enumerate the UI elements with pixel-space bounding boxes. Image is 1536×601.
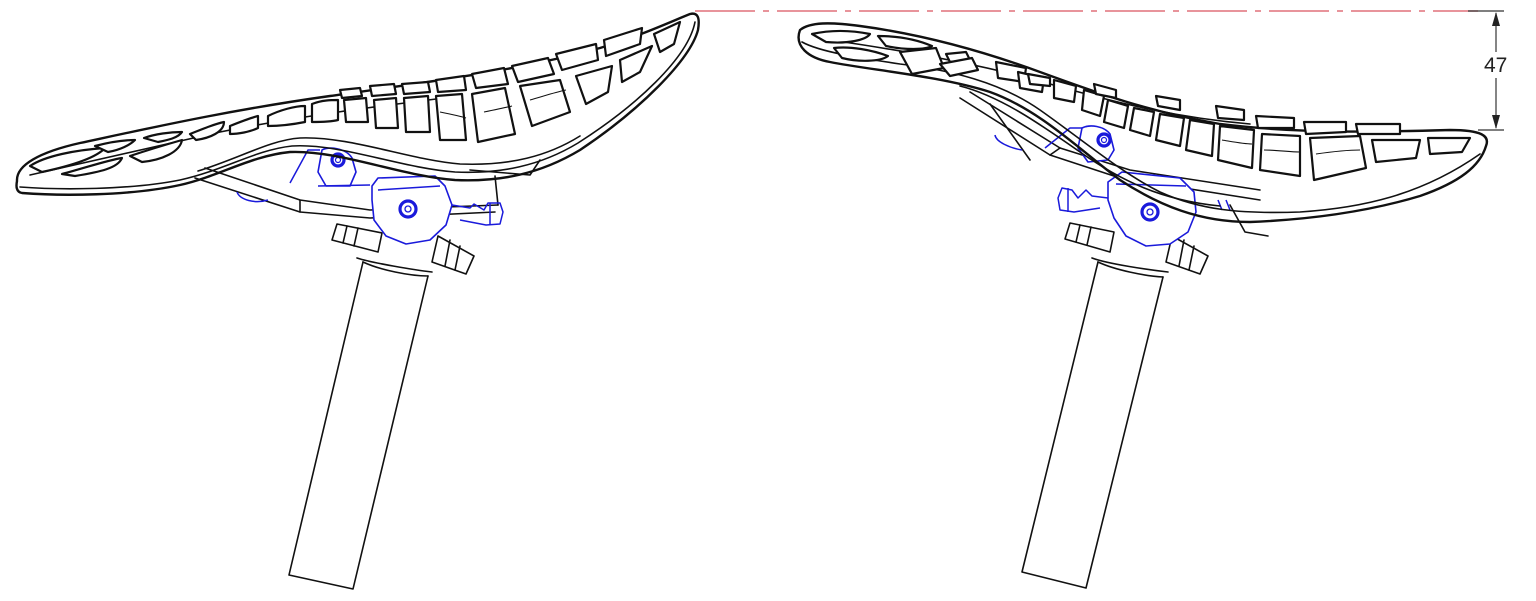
dimension-value: 47 xyxy=(1484,54,1507,77)
right-seatpost xyxy=(1021,222,1209,589)
left-saddle-assembly xyxy=(15,12,700,590)
left-saddle-rails xyxy=(194,159,541,219)
arrowhead-up-icon xyxy=(1492,12,1500,26)
right-saddle-cutouts xyxy=(810,29,1472,182)
arrowhead-down-icon xyxy=(1492,115,1500,129)
right-main-clamp-bolt-icon xyxy=(1140,202,1160,222)
left-saddle-cutouts xyxy=(28,20,682,178)
left-seatpost xyxy=(288,223,475,590)
right-upper-bolt-icon xyxy=(1096,132,1112,148)
left-clamp-mechanism xyxy=(236,147,504,245)
dimension-47: 47 xyxy=(1468,10,1507,131)
left-main-clamp-bolt-icon xyxy=(398,199,418,219)
left-upper-bolt-icon xyxy=(330,152,346,168)
right-saddle-assembly xyxy=(797,22,1489,589)
